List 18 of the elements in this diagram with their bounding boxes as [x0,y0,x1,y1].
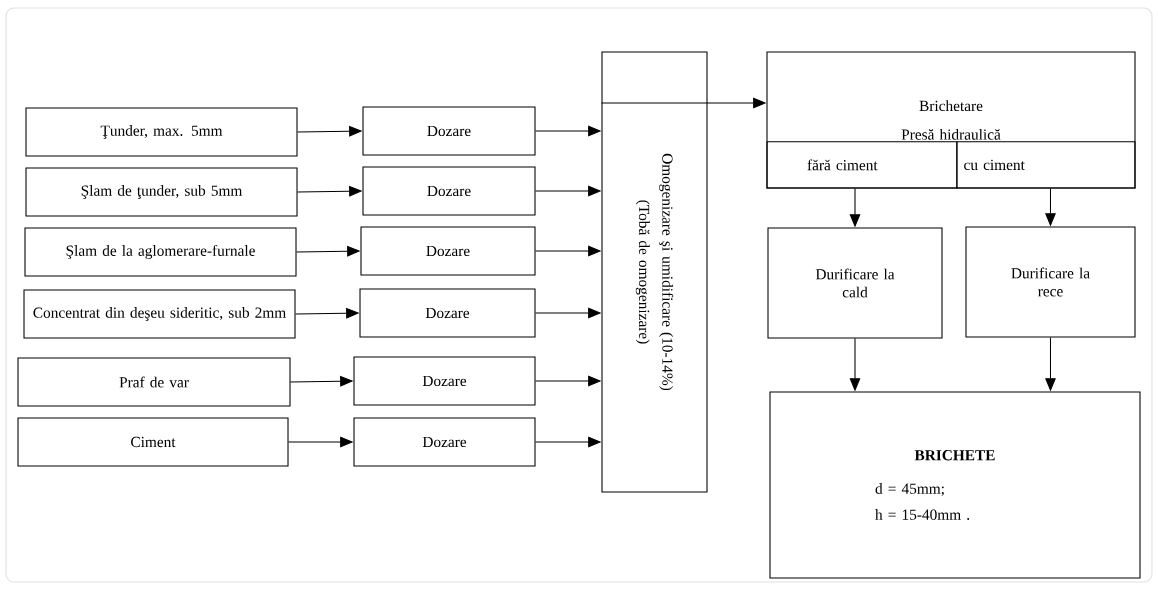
dosing-box: Dozare [362,106,536,156]
input-box: Şlam de ţunder, sub 5mm [25,167,298,217]
dosing-box: Dozare [359,288,536,338]
dosing-box: Dozare [353,356,536,406]
input-box: Şlam de la aglomerare-furnale [24,227,297,277]
mixer-box: Omogenizare şi umidificare (10-14%) (Tobă de omogenizare) [601,51,708,493]
option-cell: fără ciment [766,141,958,189]
input-box: Ţunder, max. 5mm [25,107,298,157]
option-cell: cu ciment [956,141,1136,189]
input-box: Concentrat din deşeu sideritic, sub 2mm [23,289,296,339]
input-box: Ciment [17,417,289,467]
hardening-box: Durificare la cald [767,227,943,339]
dosing-box: Dozare [362,166,536,216]
dosing-box: Dozare [360,226,536,276]
hardening-box: Durificare la rece [965,226,1136,338]
product-box: BRICHETE d = 45mm; h = 15-40mm . [769,391,1141,579]
dosing-box: Dozare [353,417,536,467]
input-box: Praf de var [17,357,291,407]
